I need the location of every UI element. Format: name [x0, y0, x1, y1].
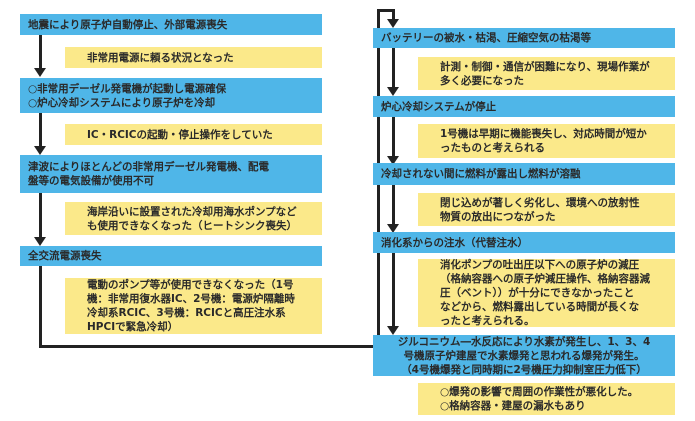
note-text: 機：非常用復水器IC、2号機：電源炉隔離時 [87, 293, 295, 305]
event-text: 津波によりほとんどの非常用デーゼル発電機、配電 [28, 161, 269, 173]
event-text: 盤等の電気設備が使用不可 [28, 175, 154, 187]
note-text: 多く必要になった [440, 74, 524, 87]
event-text: ○炉心冷却システムにより原子炉を冷却 [28, 96, 216, 109]
event-box-core-cooling-stop: 炉心冷却システムが停止 [373, 96, 675, 117]
event-text: 炉心冷却システムが停止 [381, 100, 497, 113]
flow-arrow-line [39, 190, 42, 239]
flow-connector-line [377, 9, 395, 12]
flow-connector-line [39, 262, 42, 348]
flow-arrow-line [392, 182, 395, 225]
note-text: ったと考えられる。 [440, 315, 535, 327]
note-box: ○爆発の影響で周囲の作業性が悪化した。 ○格納容器・建屋の漏水もあり [418, 383, 675, 415]
note-text: ○爆発の影響で周囲の作業性が悪化した。 [440, 386, 639, 398]
arrow-head [387, 326, 399, 335]
arrow-head [387, 224, 399, 233]
arrow-head [34, 68, 46, 77]
note-box: 電動のポンプ等が使用できなくなった（1号機：非常用復水器IC、2号機：電源炉隔離… [65, 278, 322, 334]
event-box-alternative-injection: 消化系からの注水（代替注水） [373, 232, 675, 253]
event-box-station-blackout: 全交流電源喪失 [20, 246, 322, 266]
note-box: 消化ポンプの吐出圧以下への原子炉の減圧 （格納容器への原子炉減圧操作、格納容器減圧… [418, 259, 675, 327]
event-text: 号機原子炉建屋で水素爆発と思われる爆発が発生。 [403, 349, 645, 362]
note-text: IC・RCICの起動・停止操作をしていた [87, 128, 273, 141]
note-text: も使用できなくなった（ヒートシンク喪失） [87, 219, 297, 232]
note-box: 計測・制御・通信が困難になり、現場作業が多く必要になった [418, 57, 675, 90]
note-text: （格納容器への原子炉減圧操作、格納容器減 [440, 273, 650, 285]
note-text: 電動のポンプ等が使用できなくなった（1号 [87, 279, 294, 291]
note-text: などから、燃料露出している時間が長くな [440, 301, 640, 313]
event-box-tsunami: 津波によりほとんどの非常用デーゼル発電機、配電盤等の電気設備が使用不可 [20, 155, 322, 193]
flow-connector-line [39, 345, 380, 348]
note-text: 計測・制御・通信が困難になり、現場作業が [440, 60, 650, 73]
note-box: 海岸沿いに設置された冷却用海水ポンプなども使用できなくなった（ヒートシンク喪失） [65, 202, 322, 235]
arrow-head [387, 156, 399, 165]
flow-arrow-line [392, 115, 395, 158]
event-text: 冷却されない間に燃料が露出し燃料が溶融 [381, 168, 581, 180]
event-text: ジルコニウム―水反応により水素が発生し、1、3、4 [397, 335, 651, 348]
note-text: 圧（ベント））が十分にできなかったこと [440, 287, 635, 299]
event-text: 地震により原子炉自動停止、外部電源喪失 [28, 18, 228, 31]
flow-arrow-line [392, 250, 395, 328]
event-box-fuel-melt: 冷却されない間に燃料が露出し燃料が溶融 [373, 163, 675, 185]
note-text: 物質の放出につながった [440, 210, 556, 223]
note-text: 冷却系RCIC、3号機：RCICと高圧注水系 [87, 307, 286, 319]
flow-arrow-line [392, 45, 395, 89]
arrow-head [34, 146, 46, 155]
note-text: 海岸沿いに設置された冷却用海水ポンプなど [87, 205, 297, 218]
arrow-head [34, 237, 46, 246]
event-box-earthquake: 地震により原子炉自動停止、外部電源喪失 [20, 14, 322, 35]
note-box: 非常用電源に頼る状況となった [65, 47, 322, 68]
note-text: HPCIで緊急冷却） [87, 321, 179, 333]
flow-arrow-line [39, 30, 42, 72]
arrow-head [387, 87, 399, 96]
event-text: ○非常用デーゼル発電機が起動し電源確保 [28, 82, 227, 95]
note-text: ○格納容器・建屋の漏水もあり [440, 400, 586, 412]
arrow-head [387, 19, 399, 28]
note-text: 消化ポンプの吐出圧以下への原子炉の減圧 [440, 259, 640, 271]
note-box: 1号機は早期に機能喪失し、対応時間が短かったものと考えられる [418, 124, 675, 158]
event-text: （4号機爆発と同時期に2号機圧力抑制室圧力低下） [401, 363, 647, 376]
flow-arrow-line [39, 110, 42, 148]
event-text: バッテリーの被水・枯渇、圧縮空気の枯渇等 [381, 32, 591, 44]
note-text: 非常用電源に頼る状況となった [87, 51, 234, 64]
note-box: 閉じ込めが著しく劣化し、環境への放射性物質の放出につながった [418, 193, 675, 226]
event-text: 全交流電源喪失 [28, 250, 102, 262]
note-text: ったものと考えられる [440, 142, 545, 154]
event-box-battery: バッテリーの被水・枯渇、圧縮空気の枯渇等 [373, 28, 675, 48]
note-box: IC・RCICの起動・停止操作をしていた [65, 124, 322, 145]
event-text: 消化系からの注水（代替注水） [381, 236, 528, 249]
event-box-diesel-start: ○非常用デーゼル発電機が起動し電源確保○炉心冷却システムにより原子炉を冷却 [20, 78, 322, 113]
note-text: 1号機は早期に機能喪失し、対応時間が短か [440, 128, 647, 140]
note-text: 閉じ込めが著しく劣化し、環境への放射性 [440, 196, 640, 209]
flow-arrow-line [392, 9, 395, 21]
